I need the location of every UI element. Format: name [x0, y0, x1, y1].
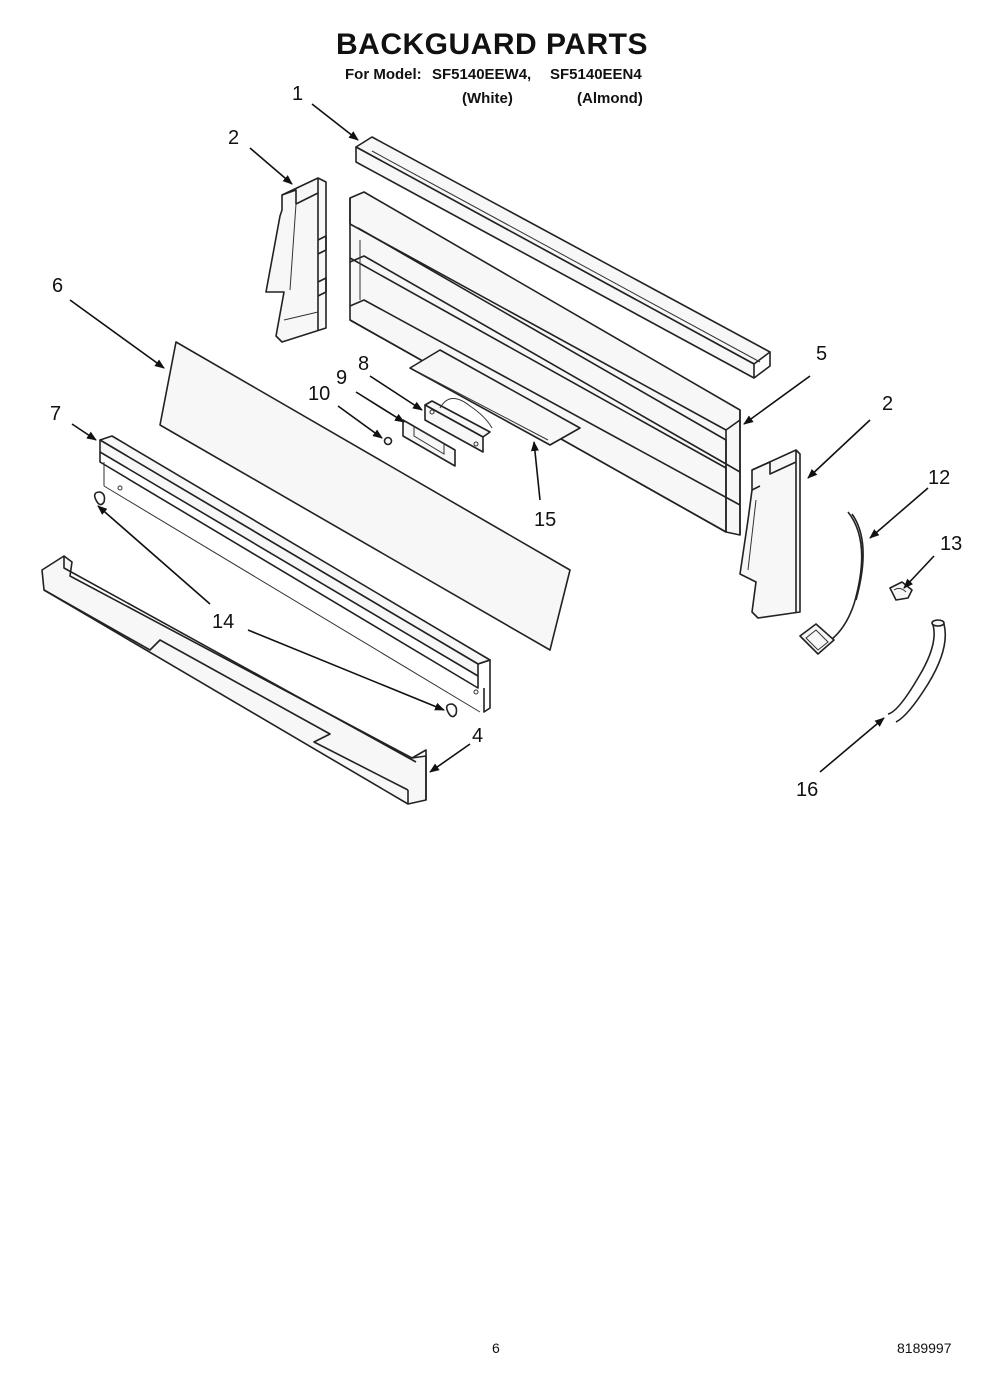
- callout-1: 1: [292, 83, 303, 105]
- callout-15: 15: [534, 509, 556, 531]
- callout-6: 6: [52, 275, 63, 297]
- part-10-screw: [383, 436, 393, 446]
- leader-lines: [69, 103, 935, 773]
- document-number: 8189997: [897, 1340, 952, 1356]
- callout-12: 12: [928, 467, 950, 489]
- part-14-clip-left: [93, 491, 106, 506]
- callout-9: 9: [336, 367, 347, 389]
- color-white-label: (White): [462, 90, 513, 107]
- callout-14: 14: [212, 611, 234, 633]
- model-white: SF5140EEW4,: [432, 66, 532, 83]
- part-14-clip-right: [445, 703, 458, 718]
- callout-13: 13: [940, 533, 962, 555]
- callout-2-right: 2: [882, 393, 893, 415]
- part-13-wire-clip: [889, 581, 913, 601]
- part-9-switch-bezel: [402, 419, 456, 467]
- callout-2-left: 2: [228, 127, 239, 149]
- callout-8: 8: [358, 353, 369, 375]
- part-15-overlay-sheet: [409, 349, 581, 446]
- part-16-tube: [887, 619, 947, 723]
- model-almond: SF5140EEN4: [550, 66, 642, 83]
- part-12-wire-harness: [799, 511, 864, 655]
- callout-7: 7: [50, 403, 61, 425]
- part-5-backguard-panel: [349, 191, 741, 536]
- callout-10: 10: [308, 383, 330, 405]
- part-4-lower-bracket: [41, 555, 427, 805]
- part-2-left-end-cap: [265, 177, 327, 343]
- part-2-right-end-cap: [739, 449, 801, 619]
- part-7-trim-channel: [99, 435, 491, 713]
- diagram-title: BACKGUARD PARTS: [336, 28, 648, 61]
- page-number: 6: [492, 1340, 500, 1356]
- callout-5: 5: [816, 343, 827, 365]
- model-prefix: For Model:: [345, 66, 422, 83]
- callout-16: 16: [796, 779, 818, 801]
- color-almond-label: (Almond): [577, 90, 643, 107]
- part-8-switch: [424, 398, 493, 453]
- part-1-top-cap: [355, 136, 771, 379]
- part-6-backguard-glass: [159, 341, 571, 651]
- callout-4: 4: [472, 725, 483, 747]
